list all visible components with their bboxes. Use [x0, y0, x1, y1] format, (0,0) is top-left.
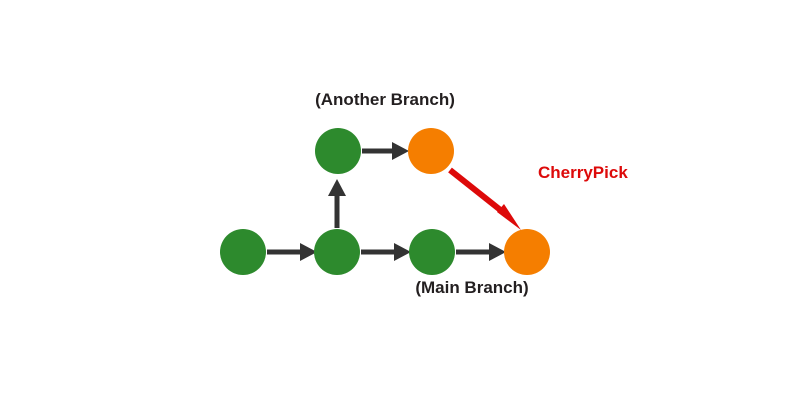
- commit-node-main-4-cherrypicked[interactable]: [504, 229, 550, 275]
- cherrypick-arrowhead: [497, 204, 521, 230]
- arrowhead: [328, 179, 346, 196]
- commit-node-main-3[interactable]: [409, 229, 455, 275]
- commit-node-main-2[interactable]: [314, 229, 360, 275]
- arrowhead: [489, 243, 506, 261]
- edge-main-2-to-3: [361, 243, 411, 261]
- edge-branch-off: [328, 179, 346, 228]
- edge-cherrypick-arrow: [448, 167, 521, 230]
- arrowhead: [392, 142, 409, 160]
- edge-main-3-to-4: [456, 243, 506, 261]
- label-another-branch: (Another Branch): [315, 90, 455, 109]
- commit-node-main-1[interactable]: [220, 229, 266, 275]
- edge-another-1-to-2: [362, 142, 409, 160]
- arrowhead: [394, 243, 411, 261]
- arrowhead: [300, 243, 317, 261]
- commit-node-another-1[interactable]: [315, 128, 361, 174]
- cherrypick-line: [448, 167, 510, 219]
- commit-node-another-2-source[interactable]: [408, 128, 454, 174]
- edge-main-1-to-2: [267, 243, 317, 261]
- label-cherrypick: CherryPick: [538, 163, 628, 182]
- label-main-branch: (Main Branch): [415, 278, 528, 297]
